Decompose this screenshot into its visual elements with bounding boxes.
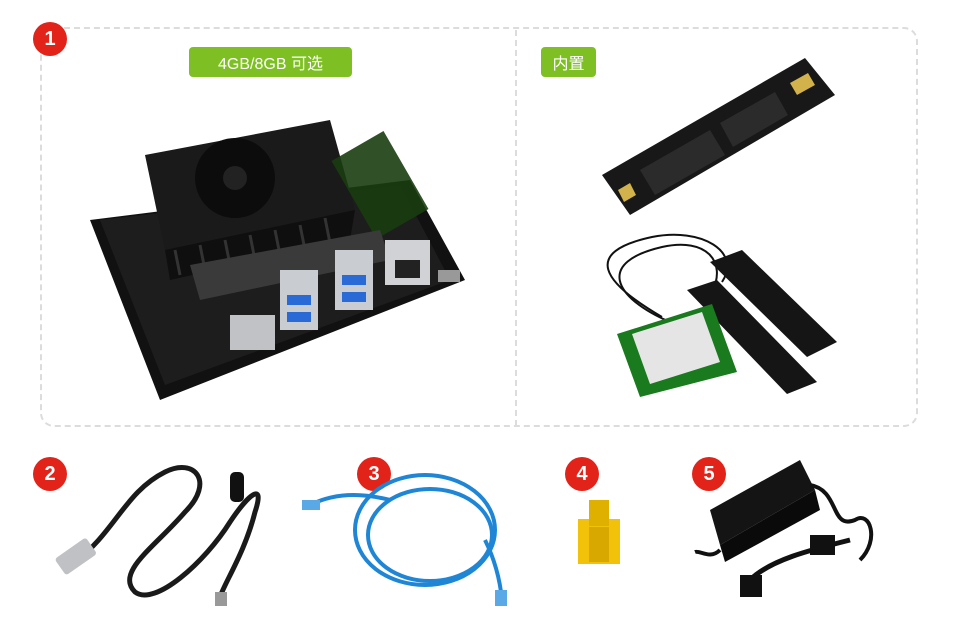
jumper-cap-icon xyxy=(578,500,620,564)
ethernet-cable-icon xyxy=(302,473,507,606)
built-in-tag: 内置 xyxy=(541,47,596,77)
dev-kit-board-icon xyxy=(90,120,465,400)
panel-divider xyxy=(515,30,517,426)
m2-ssd-icon xyxy=(602,58,835,215)
item-number-badge-1: 1 xyxy=(33,22,67,56)
main-kit-panel xyxy=(40,27,918,427)
item-number-badge-5: 5 xyxy=(692,457,726,491)
item-number-badge-2: 2 xyxy=(33,457,67,491)
wireless-card-antenna-icon xyxy=(606,233,837,397)
item-number-badge-4: 4 xyxy=(565,457,599,491)
power-adapter-icon xyxy=(694,460,874,597)
memory-option-tag: 4GB/8GB 可选 xyxy=(189,47,352,77)
usb-cable-icon xyxy=(55,465,261,606)
